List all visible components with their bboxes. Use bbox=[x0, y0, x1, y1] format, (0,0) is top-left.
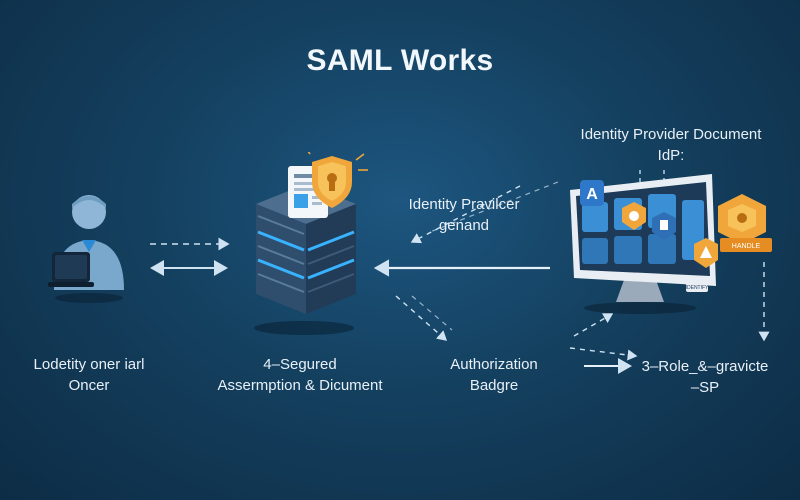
diagram-title: SAML Works bbox=[306, 44, 494, 77]
badge-icon-warning bbox=[694, 238, 718, 268]
small-tag-icon: IDENTIFY bbox=[686, 280, 709, 292]
svg-text:A: A bbox=[586, 186, 598, 203]
dashed-arrow-sp-up bbox=[573, 313, 614, 337]
idp-request-label: Identity Pravilcer genand bbox=[384, 194, 544, 236]
server-label-line1: 4–Segured bbox=[263, 356, 337, 373]
role-service-label-line2: –SP bbox=[690, 379, 720, 396]
badge-icon-blue bbox=[652, 212, 676, 240]
dashed-arrow-sp-right bbox=[569, 347, 638, 361]
dashed-arrow-server-to-authorization bbox=[395, 295, 453, 341]
svg-text:IDENTIFY: IDENTIFY bbox=[686, 285, 709, 291]
idp-request-label-line2: genand bbox=[438, 217, 490, 234]
server-stack-icon bbox=[254, 152, 368, 335]
user-label-line2: Oncer bbox=[68, 377, 110, 394]
svg-text:HANDLE: HANDLE bbox=[732, 243, 761, 250]
sparkle-lines bbox=[307, 152, 368, 171]
server-label-line2: Assermption & Dicument bbox=[217, 377, 383, 394]
idp-document-label: Identity Provider Document IdP: bbox=[556, 124, 786, 166]
idp-document-label-line1: Identity Provider Document bbox=[580, 126, 762, 143]
app-icon-a: A bbox=[580, 180, 604, 206]
user-label-line1: Lodetity oner iarl bbox=[33, 356, 145, 373]
handle-tag-icon: HANDLE bbox=[718, 194, 772, 252]
user-laptop-icon bbox=[48, 195, 124, 303]
role-service-label-line1: 3–Role_&–gravicte bbox=[641, 358, 769, 375]
authorization-label: Authorization Badgre bbox=[424, 354, 564, 396]
user-label: Lodetity oner iarl Oncer bbox=[14, 354, 164, 396]
dashed-arrow-idp-request bbox=[410, 181, 559, 244]
identity-provider-monitor-icon: A IDENTIFY HANDLE bbox=[570, 174, 772, 314]
authorization-label-line2: Badgre bbox=[469, 377, 519, 394]
authorization-label-line1: Authorization bbox=[450, 356, 538, 373]
role-service-label: 3–Role_&–gravicte –SP bbox=[630, 356, 780, 398]
idp-document-label-line2: IdP: bbox=[657, 147, 685, 164]
idp-request-label-line1: Identity Pravilcer bbox=[408, 196, 520, 213]
badge-icon-orange bbox=[622, 202, 646, 230]
shield-icon bbox=[312, 156, 352, 208]
server-label: 4–Segured Assermption & Dicument bbox=[200, 354, 400, 396]
